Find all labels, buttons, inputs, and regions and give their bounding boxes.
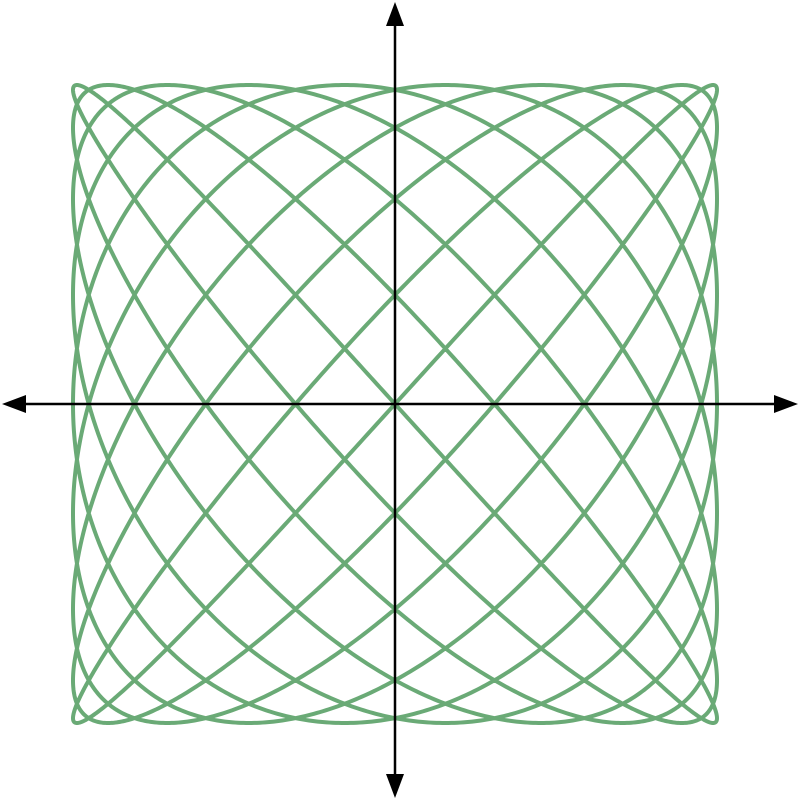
- y-axis-top-arrow: [386, 2, 404, 26]
- x-axis-right-arrow: [774, 395, 798, 413]
- y-axis-bottom-arrow: [386, 774, 404, 798]
- x-axis-left-arrow: [2, 395, 26, 413]
